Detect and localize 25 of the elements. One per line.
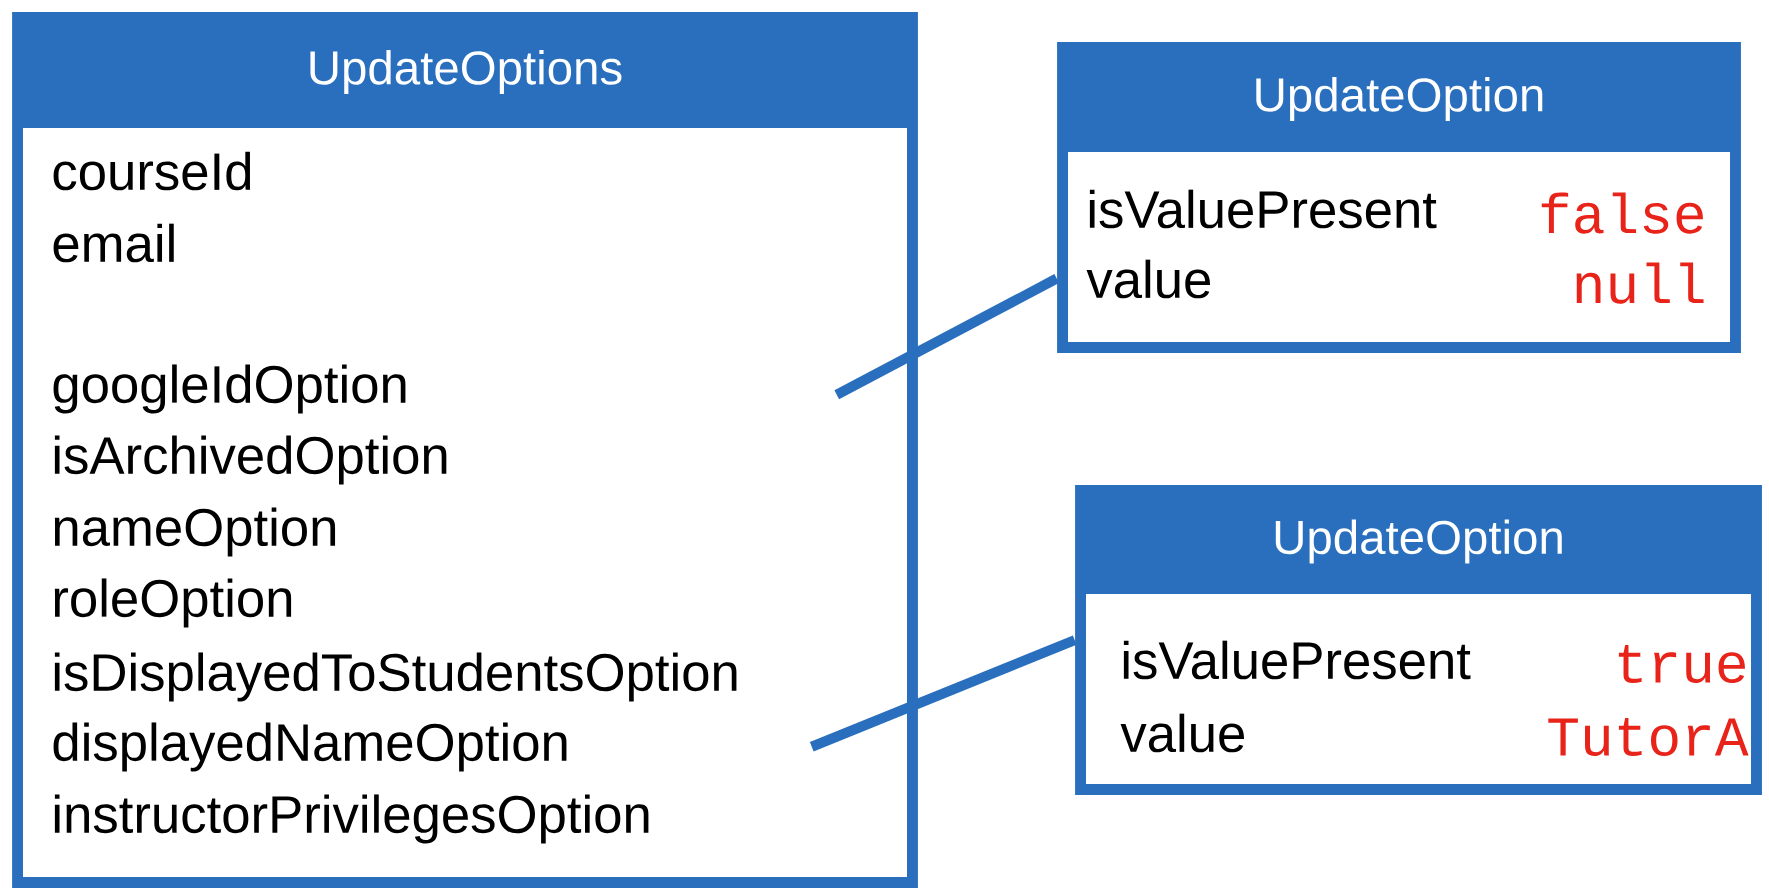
field-name: displayedNameOption — [53, 722, 567, 772]
class-box — [1057, 42, 1741, 353]
class-title: UpdateOption — [1275, 519, 1562, 564]
field-name: courseId — [53, 151, 251, 191]
class-title: UpdateOption — [1256, 76, 1543, 122]
field-name: isArchivedOption — [54, 435, 447, 485]
field-value: null — [1576, 262, 1704, 304]
field-name: email — [53, 223, 174, 263]
field-name: googleIdOption — [53, 364, 406, 414]
field-name: isDisplayedToStudentsOption — [54, 652, 737, 702]
class-box — [12, 12, 918, 888]
connector-line — [834, 274, 1060, 400]
field-name: instructorPrivilegesOption — [54, 794, 649, 844]
connector-line — [809, 635, 1077, 752]
field-value: false — [1541, 192, 1703, 234]
class-title: UpdateOptions — [310, 49, 622, 95]
field-name: value — [1120, 713, 1244, 753]
field-name: isValuePresent — [1089, 189, 1437, 229]
field-name: roleOption — [54, 578, 292, 628]
field-name: nameOption — [54, 507, 336, 557]
field-value: TutorA — [1548, 718, 1749, 756]
field-name: value — [1086, 259, 1210, 299]
field-value: true — [1618, 645, 1745, 683]
field-name: isValuePresent — [1123, 640, 1471, 680]
class-box — [1075, 485, 1762, 795]
